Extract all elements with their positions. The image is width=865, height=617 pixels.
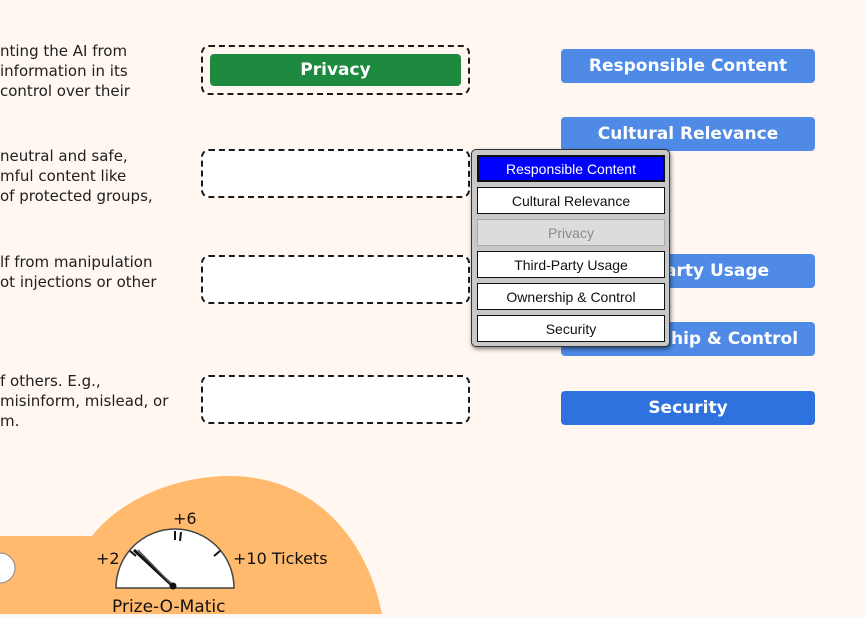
option-label: Cultural Relevance <box>511 192 631 209</box>
description-line: m. <box>0 412 20 430</box>
gauge-tick <box>129 550 137 557</box>
description-line: of protected groups, <box>0 187 153 205</box>
option-label: Third-Party Usage <box>514 256 628 273</box>
option-privacy: Privacy <box>477 219 665 246</box>
drop-slot-2[interactable] <box>201 149 470 198</box>
description-line: information in its <box>0 62 128 80</box>
option-security[interactable]: Security <box>477 315 665 342</box>
gauge-tick <box>213 550 221 557</box>
gauge-needle <box>132 548 177 590</box>
gauge-needle-shadow <box>137 549 176 589</box>
gauge-pivot <box>169 582 177 590</box>
description-line: neutral and safe, <box>0 147 128 165</box>
description-4: f others. E.g., misinform, mislead, or m… <box>0 371 168 431</box>
placed-chip-privacy[interactable]: Privacy <box>210 54 461 86</box>
description-line: nting the AI from <box>0 42 128 60</box>
description-line: f others. E.g., <box>0 372 101 390</box>
drop-slot-1[interactable]: Privacy <box>201 45 470 95</box>
option-ownership-control[interactable]: Ownership & Control <box>477 283 665 310</box>
option-label: Responsible Content <box>506 160 636 177</box>
description-line: lf from manipulation <box>0 253 153 271</box>
placed-chip-label: Privacy <box>300 60 371 80</box>
option-label: Privacy <box>548 224 594 241</box>
chip-security[interactable]: Security <box>561 391 815 425</box>
gauge-label-mid: +6 <box>173 509 197 528</box>
chip-label: Security <box>648 398 728 418</box>
chip-label: arty Usage <box>665 261 770 281</box>
option-cultural-relevance[interactable]: Cultural Relevance <box>477 187 665 214</box>
description-3: lf from manipulation ot injections or ot… <box>0 252 157 292</box>
gauge-label-min: +2 <box>96 549 120 568</box>
description-2: neutral and safe, mful content like of p… <box>0 146 153 206</box>
gauge-dial <box>115 528 235 589</box>
gauge-tick <box>179 531 182 542</box>
category-dropdown-popup[interactable]: Responsible Content Cultural Relevance P… <box>471 149 670 347</box>
description-line: ot injections or other <box>0 273 157 291</box>
gauge-label-max: +10 Tickets <box>233 549 328 568</box>
chip-cultural-relevance[interactable]: Cultural Relevance <box>561 117 815 151</box>
chip-label: Cultural Relevance <box>597 124 779 144</box>
gauge-background <box>0 476 382 614</box>
drop-slot-4[interactable] <box>201 375 470 424</box>
gauge-title: Prize-O-Matic <box>112 597 226 617</box>
option-label: Ownership & Control <box>506 288 636 305</box>
description-line: control over their <box>0 82 130 100</box>
chip-label: Responsible Content <box>588 56 788 76</box>
option-responsible-content[interactable]: Responsible Content <box>477 155 665 182</box>
drop-slot-3[interactable] <box>201 255 470 304</box>
option-third-party-usage[interactable]: Third-Party Usage <box>477 251 665 278</box>
chip-responsible-content[interactable]: Responsible Content <box>561 49 815 83</box>
description-line: mful content like <box>0 167 127 185</box>
description-1: nting the AI from information in its con… <box>0 41 130 101</box>
option-label: Security <box>545 320 597 337</box>
gauge-knob-icon <box>0 552 16 584</box>
chip-label: hip & Control <box>671 329 799 349</box>
description-line: misinform, mislead, or <box>0 392 169 410</box>
